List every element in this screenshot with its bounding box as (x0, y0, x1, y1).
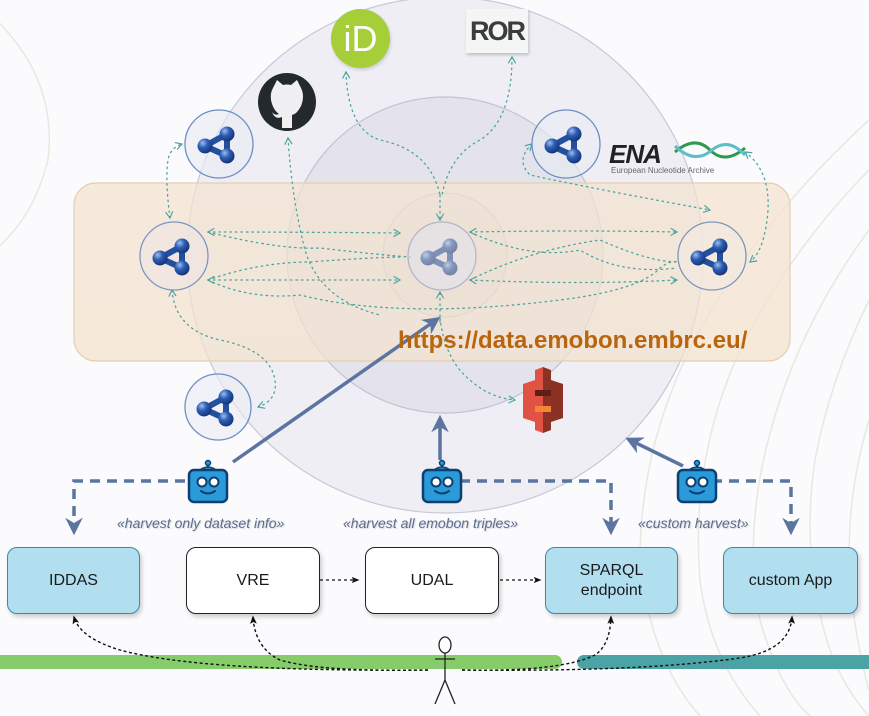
custom-app-box[interactable]: custom App (723, 547, 858, 614)
robot-icon (676, 459, 718, 504)
emobon-data-url[interactable]: https://data.emobon.embrc.eu/ (398, 327, 748, 354)
rdf-node-band-right (677, 221, 747, 291)
vre-box[interactable]: VRE (186, 547, 320, 614)
harvest-label-custom: «custom harvest» (638, 515, 749, 531)
rdf-node-band-left (139, 221, 209, 291)
ena-logo-subtitle: European Nucleotide Archive (611, 166, 715, 175)
ena-dna-icon (673, 141, 747, 159)
teal-bar (577, 655, 869, 669)
rdf-node-band-center (407, 221, 477, 291)
harvest-arrows (231, 316, 684, 468)
sparql-endpoint-box[interactable]: SPARQL endpoint (545, 547, 678, 614)
amazon-s3-bucket-icon (523, 367, 563, 433)
harvest-label-all-triples: «harvest all emobon triples» (343, 515, 519, 531)
udal-box[interactable]: UDAL (365, 547, 499, 614)
rdf-node-top-left (184, 109, 254, 179)
green-bar (0, 655, 562, 669)
rdf-node-bottom-left (184, 373, 252, 441)
harvest-label-dataset-info: «harvest only dataset info» (117, 515, 285, 531)
harvest-dashed-connectors (65, 479, 800, 536)
orcid-logo: iD (331, 9, 390, 68)
ena-logo-title: ENA (609, 139, 662, 169)
rdf-node-top-right (531, 109, 601, 179)
user-stick-figure-icon (434, 636, 456, 705)
ror-logo: ROR (466, 9, 528, 53)
robot-icon (187, 459, 229, 504)
github-icon (258, 73, 316, 131)
iddas-box[interactable]: IDDAS (7, 547, 140, 614)
actor-usage-links (72, 615, 795, 671)
